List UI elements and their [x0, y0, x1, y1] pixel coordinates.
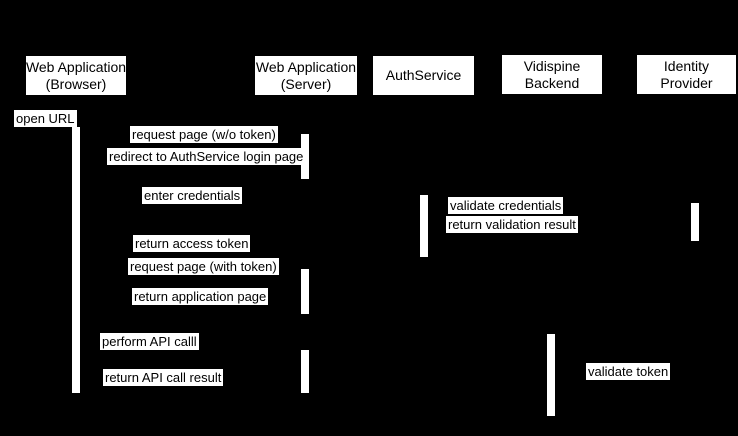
- message-label: validate credentials: [448, 197, 564, 214]
- message-label: request page (w/o token): [130, 126, 278, 143]
- participant-label: (Server): [280, 75, 332, 92]
- participant-label: Identity: [663, 57, 710, 74]
- participant-web-application-server: Web Application(Server): [255, 56, 357, 95]
- activation-bar-identity-provider: [691, 203, 699, 241]
- message-label: return access token: [133, 235, 251, 252]
- message-label: redirect to AuthService login page: [107, 148, 306, 165]
- participant-label: Web Application: [255, 58, 357, 75]
- participant-label: (Browser): [45, 75, 107, 92]
- participant-label: Backend: [524, 74, 580, 91]
- participant-label: Vidispine: [523, 57, 581, 74]
- message-label: return application page: [132, 288, 269, 305]
- participant-label: Web Application: [25, 58, 127, 75]
- message-label: request page (with token): [128, 258, 279, 275]
- participant-authservice: AuthService: [373, 56, 474, 95]
- message-label: enter credentials: [142, 187, 243, 204]
- message-label: return validation result: [446, 216, 578, 233]
- participant-label: Provider: [660, 74, 713, 91]
- message-label: perform API calll: [100, 333, 199, 350]
- activation-bar-web-application-server: [301, 269, 309, 314]
- activation-bar-web-application-browser: [72, 127, 80, 393]
- message-label: open URL: [14, 110, 77, 127]
- participant-web-application-browser: Web Application(Browser): [26, 56, 126, 95]
- message-label: return API call result: [103, 369, 224, 386]
- activation-bar-web-application-server: [301, 350, 309, 393]
- activation-bar-authservice: [420, 195, 428, 257]
- message-label: validate token: [586, 363, 671, 380]
- activation-bar-vidispine-backend: [547, 334, 555, 416]
- participant-label: AuthService: [385, 67, 462, 83]
